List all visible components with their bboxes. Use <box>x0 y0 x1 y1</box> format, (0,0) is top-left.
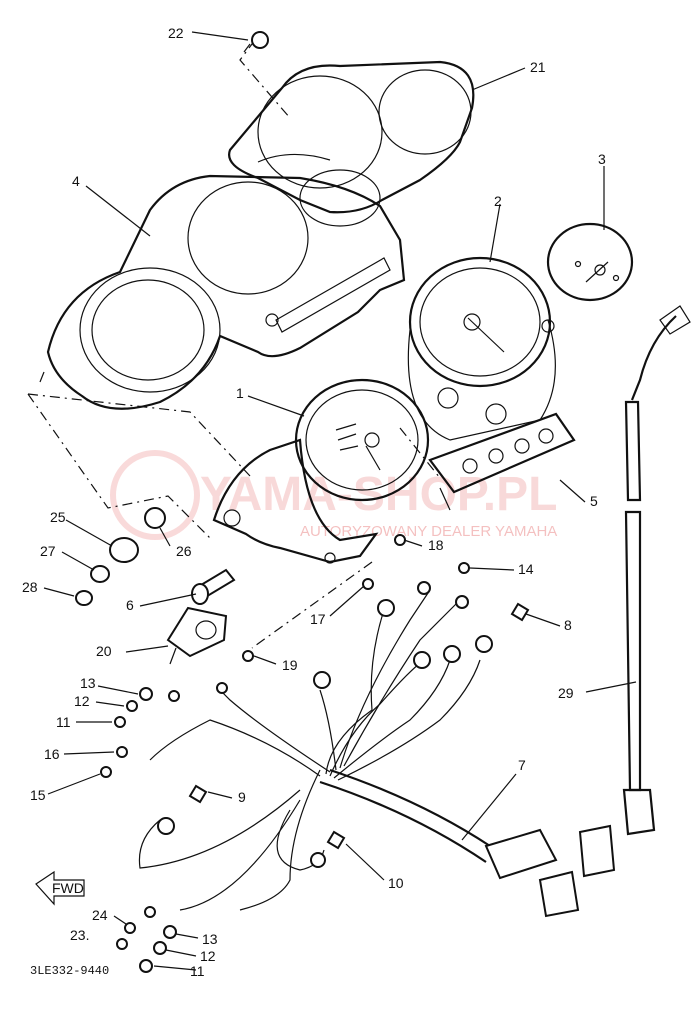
label-29: 29 <box>558 685 574 701</box>
label-15: 15 <box>30 787 46 803</box>
part-4-meter-case <box>39 169 406 410</box>
label-7: 7 <box>518 757 526 773</box>
label-20: 20 <box>96 643 112 659</box>
part-29-cable <box>622 305 691 836</box>
label-11b: 11 <box>190 963 205 979</box>
label-24: 24 <box>92 907 108 923</box>
fwd-arrow-icon: FWD <box>35 870 85 906</box>
label-25: 25 <box>50 509 66 525</box>
parts-25-28-grommets <box>75 507 166 606</box>
callout-labels: 22 21 3 4 2 1 5 25 26 27 28 18 14 6 17 8… <box>22 25 606 979</box>
reference-lines <box>27 39 441 649</box>
label-8: 8 <box>564 617 572 633</box>
label-28: 28 <box>22 579 38 595</box>
label-9: 9 <box>238 789 246 805</box>
part-7-wire-harness <box>138 581 616 918</box>
bracket-housing <box>212 438 379 564</box>
small-fasteners <box>100 534 470 973</box>
label-27: 27 <box>40 543 56 559</box>
callout-leaders <box>43 31 637 971</box>
part-1-speedometer <box>294 378 430 502</box>
label-5: 5 <box>590 493 598 509</box>
label-16: 16 <box>44 746 60 762</box>
part-20-unit <box>166 606 228 665</box>
label-21: 21 <box>530 59 546 75</box>
watermark: YAMA-SHOP.PL AUTORYZOWANY DEALER YAMAHA <box>110 450 557 540</box>
label-12b: 12 <box>200 948 216 964</box>
watermark-main: YAMA-SHOP.PL <box>200 468 557 521</box>
label-12a: 12 <box>74 693 90 709</box>
label-1: 1 <box>236 385 244 401</box>
label-13b: 13 <box>202 931 218 947</box>
label-26: 26 <box>176 543 192 559</box>
label-14: 14 <box>518 561 534 577</box>
part-2-tachometer <box>407 256 556 441</box>
part-3-gauge-face <box>546 222 634 302</box>
label-17: 17 <box>310 611 326 627</box>
part-6-socket <box>191 568 236 605</box>
label-13a: 13 <box>80 675 96 691</box>
bulbs <box>188 602 530 850</box>
part-21-cover <box>228 60 475 214</box>
part-5-indicator-panel <box>428 412 576 511</box>
label-3: 3 <box>598 151 606 167</box>
drawing-code: 3LE332-9440 <box>30 964 109 978</box>
label-18: 18 <box>428 537 444 553</box>
label-10: 10 <box>388 875 404 891</box>
label-11a: 11 <box>56 714 71 730</box>
label-4: 4 <box>72 173 80 189</box>
fwd-label: FWD <box>52 880 84 896</box>
part-22-screw <box>243 31 269 53</box>
label-22: 22 <box>168 25 184 41</box>
label-19: 19 <box>282 657 298 673</box>
label-2: 2 <box>494 193 502 209</box>
label-6: 6 <box>126 597 134 613</box>
label-23: 23. <box>70 927 89 943</box>
